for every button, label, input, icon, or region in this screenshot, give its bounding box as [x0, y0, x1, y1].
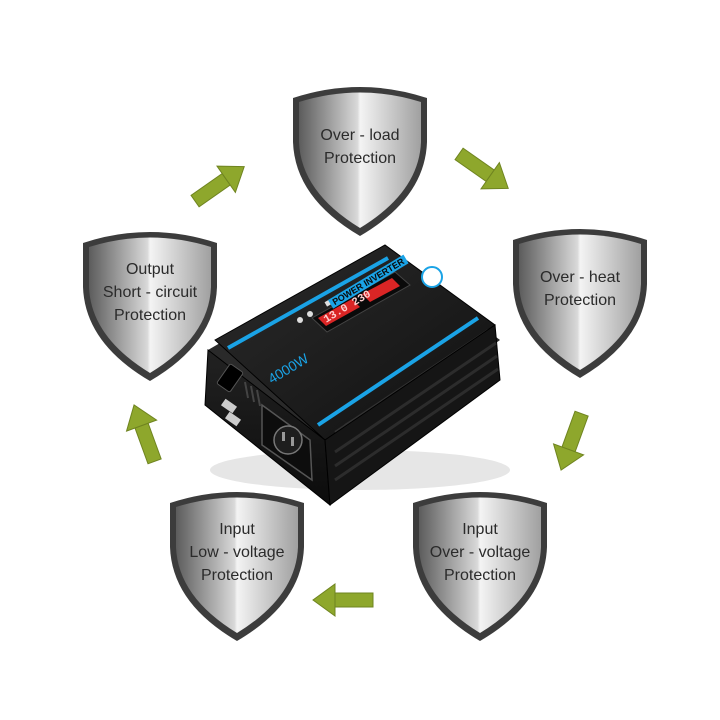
ac-outlet-icon: [261, 403, 313, 482]
shield-icon: [413, 492, 547, 641]
shield-icon: [513, 229, 647, 378]
shield-label-overheat: Over - heat Protection: [539, 269, 621, 309]
usb-port-icon: [220, 398, 238, 414]
shield-label-input-overvoltage: Input Over - voltage Protection: [429, 520, 531, 584]
shield-input-overvoltage: Input Over - voltage Protection: [405, 485, 555, 645]
shield-icon: [83, 232, 217, 381]
shield-label-input-lowvoltage: Input Low - voltage Protection: [189, 520, 285, 584]
shield-label-output-short: Output Short - circuit Protection: [102, 260, 198, 324]
digital-display: [311, 271, 411, 333]
power-switch-icon: [216, 363, 244, 393]
shield-input-lowvoltage: Input Low - voltage Protection: [162, 485, 312, 645]
shield-label-overload: Over - load Protection: [320, 127, 400, 167]
shield-overheat: Over - heat Protection: [505, 222, 655, 382]
shield-overload: Over - load Protection: [285, 80, 435, 240]
shield-output-short: Output Short - circuit Protection: [75, 225, 225, 385]
shield-icon: [170, 492, 304, 641]
shield-icon: [293, 87, 427, 236]
